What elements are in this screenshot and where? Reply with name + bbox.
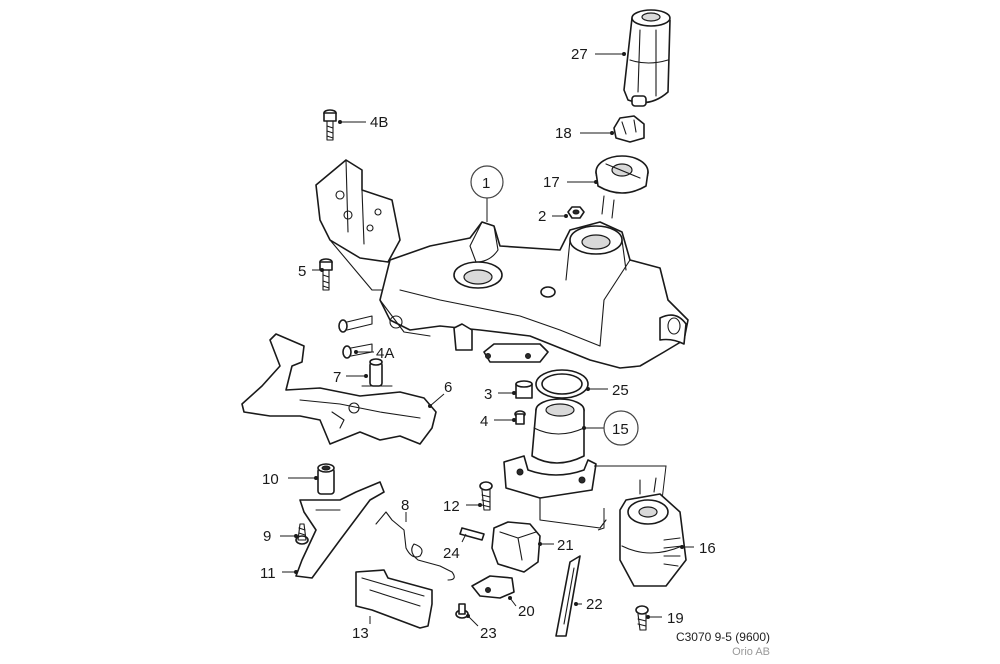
label-16: 16 bbox=[699, 540, 716, 557]
part-22-plate bbox=[555, 555, 581, 637]
part-16-switch bbox=[619, 477, 687, 587]
part-3-bushing bbox=[515, 380, 533, 399]
part-8-spring bbox=[375, 511, 455, 581]
leader-frame-16 bbox=[594, 465, 667, 531]
label-15: 15 bbox=[612, 421, 629, 438]
part-27-cylinder bbox=[623, 9, 671, 107]
label-23: 23 bbox=[480, 625, 497, 642]
label-18: 18 bbox=[555, 125, 572, 142]
part-20-clip bbox=[471, 575, 515, 599]
label-5: 5 bbox=[298, 263, 306, 280]
part-25-oring bbox=[535, 369, 589, 399]
part-4-screw bbox=[514, 410, 526, 425]
part-15-tube bbox=[503, 398, 607, 529]
label-6: 6 bbox=[444, 379, 452, 396]
label-7: 7 bbox=[333, 369, 341, 386]
part-9-bolt bbox=[295, 523, 309, 545]
part-7-pin bbox=[361, 358, 393, 387]
label-13: 13 bbox=[352, 625, 369, 642]
label-3: 3 bbox=[484, 386, 492, 403]
label-24: 24 bbox=[443, 545, 460, 562]
part-21-block bbox=[491, 521, 541, 573]
part-5-bolt bbox=[319, 258, 333, 291]
label-4b: 4B bbox=[370, 114, 388, 131]
label-1: 1 bbox=[482, 175, 490, 192]
part-1-housing bbox=[379, 221, 689, 369]
label-27: 27 bbox=[571, 46, 588, 63]
label-19: 19 bbox=[667, 610, 684, 627]
label-4: 4 bbox=[480, 413, 488, 430]
part-11-lever bbox=[295, 481, 385, 579]
part-4b-bolt bbox=[323, 109, 337, 141]
part-6-lever-plate bbox=[241, 333, 437, 445]
mounting-bracket bbox=[315, 159, 401, 291]
label-12: 12 bbox=[443, 498, 460, 515]
callout-circle-1 bbox=[470, 165, 504, 199]
part-17-lock-ring bbox=[595, 155, 649, 219]
part-2-nut bbox=[567, 206, 585, 219]
part-19-screw bbox=[635, 605, 649, 631]
label-4a: 4A bbox=[376, 345, 394, 362]
part-4a-screws bbox=[338, 315, 373, 359]
label-8: 8 bbox=[401, 497, 409, 514]
label-2: 2 bbox=[538, 208, 546, 225]
figure-caption: C3070 9-5 (9600) bbox=[675, 630, 770, 644]
label-22: 22 bbox=[586, 596, 603, 613]
part-12-screw bbox=[479, 481, 493, 511]
part-13-bracket bbox=[355, 569, 433, 629]
part-18-clip bbox=[613, 115, 645, 143]
leader-lines bbox=[280, 52, 694, 627]
part-23-screw bbox=[455, 603, 469, 619]
label-17: 17 bbox=[543, 174, 560, 191]
part-24-pin bbox=[459, 527, 485, 541]
label-11: 11 bbox=[260, 565, 276, 582]
callout-circle-15 bbox=[603, 410, 639, 446]
label-10: 10 bbox=[262, 471, 279, 488]
label-21: 21 bbox=[557, 537, 574, 554]
label-20: 20 bbox=[518, 603, 535, 620]
copyright-text: Orio AB bbox=[732, 646, 770, 658]
label-9: 9 bbox=[263, 528, 271, 545]
label-25: 25 bbox=[612, 382, 629, 399]
part-10-sleeve bbox=[317, 463, 335, 495]
